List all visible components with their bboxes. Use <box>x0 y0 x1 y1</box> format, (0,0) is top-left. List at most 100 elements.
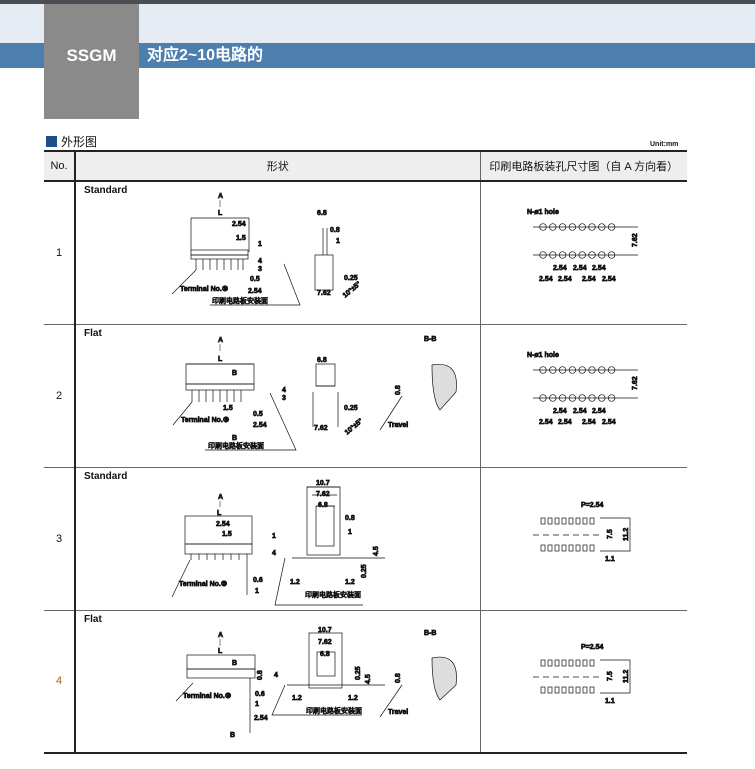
dim: 0.25 <box>361 564 368 578</box>
dim: 1 <box>272 533 276 540</box>
drawing-3-side: 10.7 7.62 6.8 0.8 1 4.5 0.25 1.2 1.2 印刷电… <box>274 480 385 606</box>
row-no: 3 <box>44 467 76 611</box>
hole <box>549 394 557 402</box>
dim: 10.7 <box>316 480 330 487</box>
dim: 4.5 <box>373 546 380 556</box>
pad <box>589 517 595 525</box>
hole <box>588 223 596 231</box>
pad <box>561 544 567 552</box>
hole <box>598 366 606 374</box>
label-a: A <box>218 337 223 344</box>
hole <box>558 394 567 402</box>
model-name: SSGM <box>66 46 117 65</box>
pad <box>589 659 595 667</box>
pad <box>575 659 581 667</box>
dim: 2.54 <box>254 715 268 722</box>
dim: 0.8 <box>395 385 402 395</box>
pad <box>547 544 553 552</box>
dim: 1.2 <box>345 579 355 586</box>
label-b: B <box>232 435 237 442</box>
dim: 7.62 <box>317 290 331 297</box>
dim: 0.25 <box>344 405 358 412</box>
drawing-4-front: A L B B 0.8 4 0.6 1 2.54 Terminal No.⑨ <box>175 632 278 739</box>
col-header-pcb: 印刷电路板装孔尺寸图（自 A 方向看） <box>480 150 687 182</box>
dim: 1.5 <box>222 531 232 538</box>
drawing-2-front: A L B B 4 3 1.5 0.5 2.54 Terminal No.⑨ 印… <box>172 337 297 451</box>
row-no: 1 <box>44 181 76 325</box>
dim: 2.54 <box>248 288 262 295</box>
pad <box>547 659 553 667</box>
hole <box>578 366 586 374</box>
dim: 3 <box>282 395 286 402</box>
row-no: 4 <box>44 610 76 754</box>
section-label: B-B <box>424 630 436 637</box>
hole <box>607 366 616 374</box>
page-subtitle: 对应2~10电路的 <box>147 47 264 64</box>
dim: 0.8 <box>345 515 355 522</box>
dim: 7.62 <box>314 425 328 432</box>
dim: 1 <box>258 241 262 248</box>
drawing-1-front: A L 2.54 1.5 1 4 3 0.5 2.54 Terminal No.… <box>171 193 301 306</box>
hole <box>539 223 547 231</box>
travel-label: Travel <box>388 709 408 716</box>
dim: 0.8 <box>330 227 340 234</box>
section-title: 外形图 <box>61 135 98 149</box>
dim: 4 <box>258 258 262 265</box>
dim: 2.54 <box>558 419 572 426</box>
dim: 2.54 <box>592 265 606 272</box>
pad <box>540 686 546 694</box>
dim: 7.62 <box>316 491 330 498</box>
pcb-mark <box>600 659 631 694</box>
dim: 0.6 <box>255 691 265 698</box>
dim: 2.54 <box>582 276 596 283</box>
dim: 2.54 <box>553 265 567 272</box>
pad <box>547 686 553 694</box>
hole-label: N-ø1 hole <box>527 352 559 359</box>
pad <box>540 517 546 525</box>
dim: 1.2 <box>348 695 358 702</box>
hole <box>568 394 577 402</box>
hole <box>588 394 596 402</box>
dim: 7.62 <box>632 376 639 390</box>
dim: 4 <box>274 672 278 679</box>
terminal-label: Terminal No.⑨ <box>179 580 227 588</box>
pcb-cell <box>480 467 687 611</box>
hole <box>558 366 567 374</box>
col-header-shape: 形状 <box>75 150 481 182</box>
pad <box>540 659 546 667</box>
drawing-2-side: 6.8 0.25 7.62 10°±5° <box>312 357 365 437</box>
hole <box>607 394 616 402</box>
dim: 2.54 <box>553 408 567 415</box>
dim: 11.2 <box>623 528 630 541</box>
dim: 0.8 <box>257 670 264 680</box>
hole <box>598 394 606 402</box>
dim: 7.62 <box>318 639 332 646</box>
pad <box>540 544 546 552</box>
mount-label: 印刷电路板安装面 <box>306 706 362 715</box>
dim: 2.54 <box>602 419 616 426</box>
dim: 7.5 <box>607 529 614 539</box>
hole <box>549 366 557 374</box>
pad <box>554 686 560 694</box>
label-l: L <box>218 356 223 363</box>
row-no: 2 <box>44 324 76 468</box>
dim: 2.54 <box>216 521 230 528</box>
dim: 11.2 <box>623 670 630 683</box>
hole <box>539 366 547 374</box>
col-header-no: No. <box>44 150 76 182</box>
table-header: No. 形状 印刷电路板装孔尺寸图（自 A 方向看） <box>44 150 687 182</box>
dim: 7.62 <box>632 233 639 247</box>
drawing-2-section: B-B 0.8 Travel <box>379 336 457 431</box>
hole <box>568 223 577 231</box>
mount-label: 印刷电路板安装面 <box>305 590 361 599</box>
pad <box>554 659 560 667</box>
dim: 0.8 <box>395 673 402 683</box>
dim: 4 <box>282 387 286 394</box>
hole-label: N-ø1 hole <box>527 209 559 216</box>
pad <box>589 544 595 552</box>
